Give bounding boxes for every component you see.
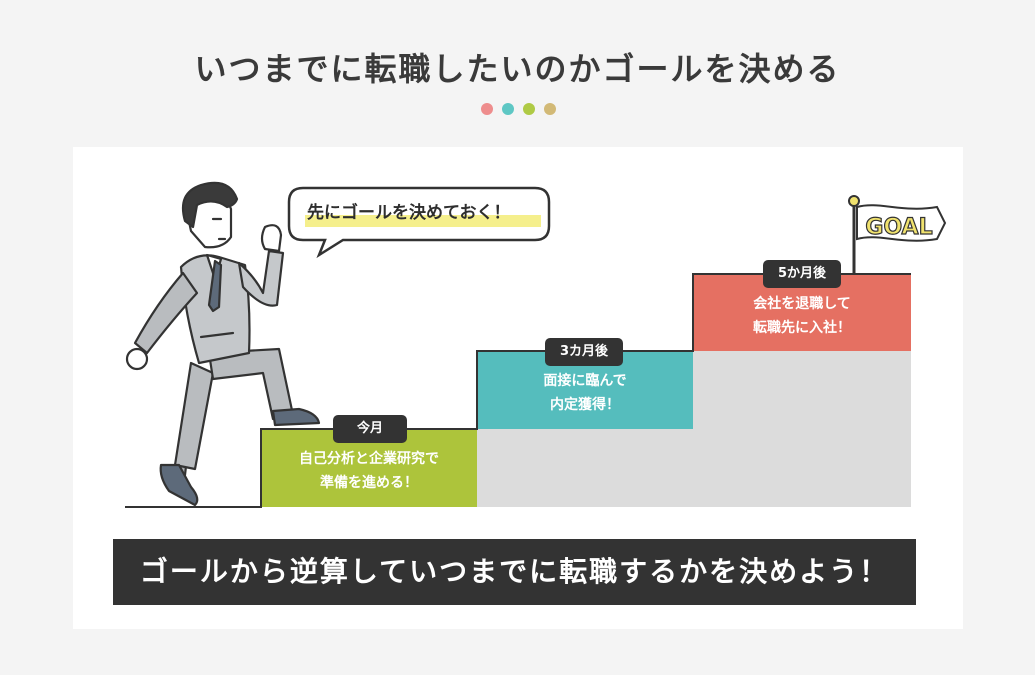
dot-4 [544,103,556,115]
dot-2 [502,103,514,115]
speech-text: 先にゴールを決めておく！ [307,203,511,223]
step-1-label: 自己分析と企業研究で 準備を進める！ [299,451,439,491]
dot-1 [481,103,493,115]
step-shadow-2 [477,429,911,507]
step-2-label: 面接に臨んで 内定獲得！ [543,373,627,413]
page-title: いつまでに転職したいのかゴールを決める [194,50,841,88]
dot-3 [523,103,535,115]
step-3-badge: 5か月後 [763,260,841,288]
step-2-badge: 3カ月後 [545,338,623,366]
businessman-figure [125,181,321,507]
step-shadow-3 [693,351,911,429]
goal-flag-icon: GOAL [848,195,947,274]
decorative-dots [481,103,556,115]
speech-bubble [287,186,551,259]
summary-banner: ゴールから逆算していつまでに転職するかを決めよう！ [113,539,916,605]
step-1-badge: 今月 [333,415,407,443]
staircase-outline [125,273,911,508]
step-3-label: 会社を退職して 転職先に入社！ [753,296,851,336]
illustration-card: GOAL [73,147,963,629]
flag-text: GOAL [865,215,932,240]
staircase-illustration: GOAL [125,181,947,508]
